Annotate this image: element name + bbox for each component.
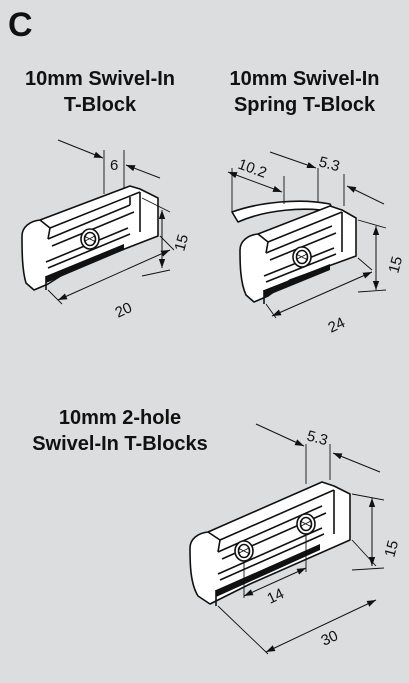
block2-spring-label: 10.2 <box>236 156 269 182</box>
block3-length-label: 30 <box>319 627 341 649</box>
block3-spacing-dim <box>243 567 307 597</box>
block1-width-label: 6 <box>110 157 118 174</box>
block3-body <box>189 481 351 605</box>
block3-height-label: 15 <box>381 539 402 560</box>
block3-title-line1: 10mm 2-hole <box>58 407 182 429</box>
block2-length-dim <box>271 271 373 317</box>
block1-drawing <box>21 139 175 305</box>
block3-drawing <box>189 423 385 655</box>
block2-height-label: 15 <box>385 255 406 276</box>
block2-width-label: 5.3 <box>317 153 342 175</box>
block3-length-dim <box>265 599 377 653</box>
block2-drawing <box>227 151 387 319</box>
block2-title-line1: 10mm Swivel-In <box>229 68 380 90</box>
block2-title-line2: Spring T-Block <box>233 94 376 116</box>
block3-spacing-label: 14 <box>265 585 287 607</box>
block1-title-line2: T-Block <box>63 94 137 116</box>
block1-width-dim-left <box>57 139 104 159</box>
block1-length-label: 20 <box>113 299 135 321</box>
block1-width-dim-right <box>125 164 161 179</box>
block1-length-dim <box>57 249 171 301</box>
block3-title-line2: Swivel-In T-Blocks <box>32 433 208 455</box>
block3-width-dim-left <box>255 423 305 447</box>
block2-spring-dim <box>227 171 283 193</box>
block1-height-label: 15 <box>171 233 192 254</box>
block1-title: 10mm Swivel-In T-Block <box>0 66 200 118</box>
section-letter: C <box>8 6 33 44</box>
block2-width-dim-left <box>269 151 317 169</box>
block3-title: 10mm 2-hole Swivel-In T-Blocks <box>0 405 240 457</box>
block3-width-label: 5.3 <box>305 427 330 449</box>
block2-title: 10mm Swivel-In Spring T-Block <box>200 66 409 118</box>
block2-length-label: 24 <box>326 314 348 336</box>
block1-title-line1: 10mm Swivel-In <box>24 68 176 90</box>
block3-width-dim-right <box>332 452 381 473</box>
block2-width-dim-right <box>346 185 385 205</box>
